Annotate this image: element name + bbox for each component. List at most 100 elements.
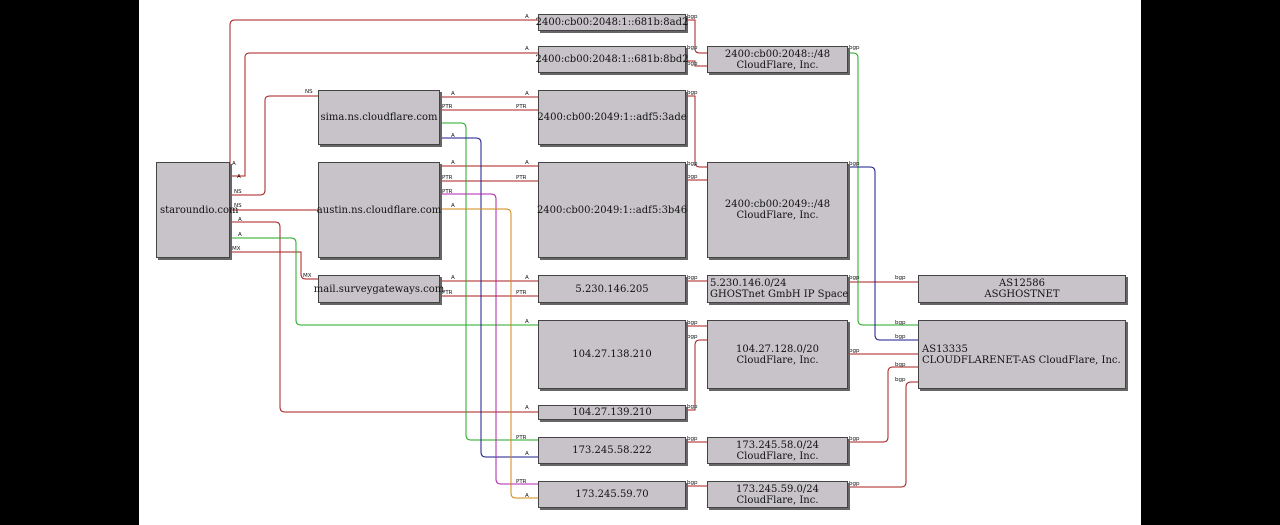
svg-text:bgp: bgp bbox=[687, 275, 698, 281]
node-ip-v6-c[interactable]: 2400:cb00:2049:1::adf5:3ade bbox=[537, 90, 687, 145]
svg-text:A: A bbox=[525, 160, 529, 166]
node-mx[interactable]: mail.surveygateways.com bbox=[314, 275, 444, 303]
svg-text:PTR: PTR bbox=[516, 435, 527, 441]
node-domain[interactable]: staroundio.com bbox=[156, 162, 239, 258]
prefix-v6-2048-range: 2400:cb00:2048::/48 bbox=[724, 48, 831, 60]
node-ip-v6-d[interactable]: 2400:cb00:2049:1::adf5:3b46 bbox=[537, 162, 687, 258]
as-ghostnet-name: ASGHOSTNET bbox=[984, 289, 1060, 300]
svg-text:bgp: bgp bbox=[687, 90, 698, 96]
svg-text:bgp: bgp bbox=[687, 480, 698, 486]
svg-text:A: A bbox=[451, 203, 455, 209]
node-ip-a1[interactable]: 104.27.138.210 bbox=[538, 320, 686, 389]
svg-text:bgp: bgp bbox=[687, 320, 698, 326]
prefix-v6-2048-org: CloudFlare, Inc. bbox=[736, 59, 819, 71]
svg-text:A: A bbox=[451, 133, 455, 139]
edge-domain-v6a bbox=[229, 19, 538, 165]
edge-ns2-ip-a bbox=[440, 208, 538, 499]
svg-text:bgp: bgp bbox=[895, 275, 906, 281]
prefix-173-59-org: CloudFlare, Inc. bbox=[736, 494, 819, 506]
svg-text:MX: MX bbox=[303, 273, 312, 279]
node-mx-label: mail.surveygateways.com bbox=[313, 283, 445, 295]
prefix-ghost-range: 5.230.146.0/24 bbox=[710, 278, 787, 289]
svg-text:bgp: bgp bbox=[849, 275, 860, 281]
svg-text:A: A bbox=[525, 91, 529, 97]
orange-edges bbox=[440, 208, 538, 499]
svg-text:bgp: bgp bbox=[849, 481, 860, 487]
edge-domain-v6b bbox=[230, 52, 538, 177]
node-ip-v6-a-label: 2400:cb00:2048:1::681b:8ad2 bbox=[535, 17, 689, 28]
svg-text:bgp: bgp bbox=[895, 320, 906, 326]
prefix-173-58-org: CloudFlare, Inc. bbox=[736, 450, 819, 462]
edge-ns2-ip-ptr bbox=[440, 193, 538, 485]
purple-edges bbox=[440, 193, 538, 485]
svg-text:PTR: PTR bbox=[516, 290, 527, 296]
green-edges bbox=[230, 52, 918, 441]
node-ip-mx-label: 5.230.146.205 bbox=[575, 283, 649, 295]
node-ns-austin-label: austin.ns.cloudflare.com bbox=[316, 204, 442, 216]
svg-text:A: A bbox=[525, 275, 529, 281]
node-ip-ns1[interactable]: 173.245.58.222 bbox=[538, 437, 686, 464]
svg-text:bgp: bgp bbox=[849, 161, 860, 167]
svg-text:A: A bbox=[525, 493, 529, 499]
svg-text:PTR: PTR bbox=[516, 479, 527, 485]
edge-ns1-ip-ptr bbox=[440, 122, 538, 441]
svg-text:A: A bbox=[238, 217, 242, 223]
edge-v6-2048-as bbox=[848, 52, 918, 326]
node-ip-v6-a[interactable]: 2400:cb00:2048:1::681b:8ad2 bbox=[535, 14, 689, 31]
node-ip-a2[interactable]: 104.27.139.210 bbox=[538, 405, 686, 420]
svg-text:bgp: bgp bbox=[849, 45, 860, 51]
node-ns-sima-label: sima.ns.cloudflare.com bbox=[320, 112, 438, 123]
prefix-104-range: 104.27.128.0/20 bbox=[736, 343, 819, 355]
node-ip-ns2[interactable]: 173.245.59.70 bbox=[538, 481, 686, 508]
svg-text:PTR: PTR bbox=[442, 175, 453, 181]
svg-text:bgp: bgp bbox=[849, 436, 860, 442]
svg-text:A: A bbox=[451, 275, 455, 281]
as-cloudflare-number: AS13335 bbox=[922, 343, 968, 355]
svg-text:A: A bbox=[237, 174, 241, 180]
edge-domain-ns1 bbox=[230, 95, 318, 196]
red-edges bbox=[229, 19, 918, 488]
svg-text:PTR: PTR bbox=[516, 175, 527, 181]
dns-graph-canvas: A A A A NS NS NS A A MX MX A A PTR PTR A… bbox=[139, 0, 1141, 525]
node-ip-ns2-label: 173.245.59.70 bbox=[575, 489, 649, 500]
node-ns-austin[interactable]: austin.ns.cloudflare.com bbox=[316, 162, 442, 258]
node-ip-mx[interactable]: 5.230.146.205 bbox=[538, 275, 686, 303]
edge-bgp-104b bbox=[686, 339, 707, 411]
edge-domain-a1 bbox=[230, 237, 538, 326]
prefix-v6-2049-org: CloudFlare, Inc. bbox=[736, 210, 819, 221]
prefix-ghost-org: GHOSTnet GmbH IP Space bbox=[710, 289, 849, 300]
node-ip-ns1-label: 173.245.58.222 bbox=[572, 445, 652, 456]
node-ip-a1-label: 104.27.138.210 bbox=[572, 349, 652, 360]
svg-text:A: A bbox=[238, 232, 242, 238]
svg-text:A: A bbox=[525, 14, 529, 20]
prefix-104-org: CloudFlare, Inc. bbox=[736, 354, 819, 366]
edge-bgp-v6c bbox=[686, 95, 707, 168]
svg-text:bgp: bgp bbox=[895, 377, 906, 383]
edge-173-59-as bbox=[848, 381, 918, 488]
node-ip-v6-b[interactable]: 2400:cb00:2048:1::681b:8bd2 bbox=[535, 46, 689, 73]
as-ghostnet-number: AS12586 bbox=[999, 278, 1045, 289]
node-domain-label: staroundio.com bbox=[160, 204, 239, 216]
svg-text:bgp: bgp bbox=[687, 161, 698, 167]
prefix-v6-2049-range: 2400:cb00:2049::/48 bbox=[724, 199, 831, 210]
edge-bgp-v6a bbox=[686, 19, 707, 54]
svg-text:bgp: bgp bbox=[687, 14, 698, 20]
svg-text:MX: MX bbox=[232, 246, 241, 252]
svg-text:bgp: bgp bbox=[687, 436, 698, 442]
svg-text:A: A bbox=[525, 46, 529, 52]
svg-text:bgp: bgp bbox=[895, 362, 906, 368]
node-ns-sima[interactable]: sima.ns.cloudflare.com bbox=[318, 90, 440, 145]
blue-edges bbox=[440, 137, 918, 458]
edge-labels: A A A A NS NS NS A A MX MX A A PTR PTR A… bbox=[232, 14, 906, 499]
edge-bgp-v6b bbox=[686, 60, 707, 67]
svg-text:bgp: bgp bbox=[687, 61, 698, 67]
svg-text:bgp: bgp bbox=[687, 45, 698, 51]
